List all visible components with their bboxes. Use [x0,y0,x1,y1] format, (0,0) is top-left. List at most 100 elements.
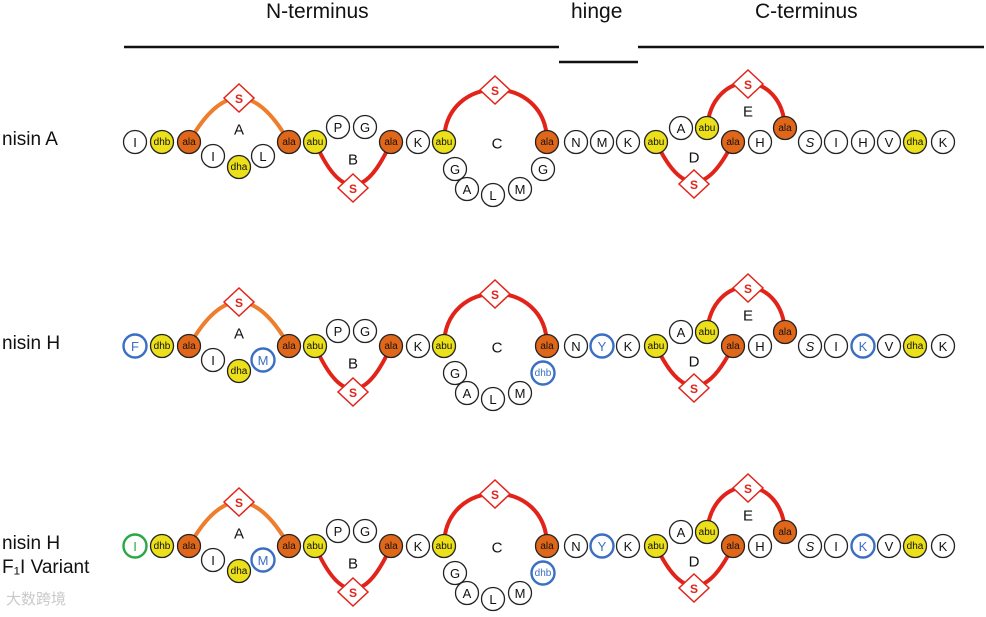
residue-abu: abu [302,533,328,559]
residue-label: M [515,386,526,401]
residue-circle [378,129,404,155]
ring-a-label: A [234,122,244,139]
residue-l: L [480,586,506,612]
residue-label: H [755,339,764,354]
residue-label: I [133,135,137,150]
residue-g: G [352,318,378,344]
residue-circle [226,154,252,180]
residue-i: I [122,533,148,559]
residue-label: P [334,524,343,539]
residue-circle [534,129,560,155]
residue-ala: ala [720,129,746,155]
residue-dha: dha [226,558,252,584]
residue-dha: dha [226,358,252,384]
residue-circle [643,533,669,559]
residue-label: ala [182,137,196,148]
residue-label: M [515,182,526,197]
residue-k: K [930,533,956,559]
residue-k: K [405,333,431,359]
bridge-e-diamond: S [731,472,765,504]
residue-abu: abu [431,129,457,155]
bridge-e-diamond: S [731,272,765,304]
residue-circle [534,333,560,359]
residue-g: G [352,114,378,140]
bridge-e-diamond: S [731,68,765,100]
ring-a-label: A [234,526,244,543]
residue-circle [200,547,226,573]
residue-circle [149,333,175,359]
sulfur-label: S [491,488,499,502]
residue-label: V [885,539,894,554]
residue-circle [250,143,276,169]
residue-label: K [939,135,948,150]
residue-label: M [515,586,526,601]
residue-n: N [563,129,589,155]
residue-ala: ala [176,533,202,559]
residue-circle [507,176,533,202]
row-label-line: nisin H [2,333,61,354]
residue-label: ala [726,341,740,352]
residue-a: A [454,176,480,202]
thioether-diamond [677,372,711,404]
residue-g: G [530,156,556,182]
residue-circle [378,533,404,559]
sulfur-label: S [690,178,698,192]
thioether-diamond [677,168,711,200]
residue-label: abu [648,541,665,552]
residue-i: I [823,333,849,359]
residue-ala: ala [378,129,404,155]
residue-abu: abu [643,533,669,559]
bridge-a-diamond: S [222,286,256,318]
residue-g: G [442,360,468,386]
residue-circle [534,533,560,559]
residue-label: N [571,339,580,354]
bridge-b-diamond: S [336,576,370,608]
thioether-diamond [731,68,765,100]
bridge-d-diamond: S [677,168,711,200]
residue-label: ala [384,341,398,352]
residue-label: abu [648,341,665,352]
thioether-diamond [222,82,256,114]
residue-k: K [615,333,641,359]
residue-label: G [450,566,460,581]
residue-label: dha [907,341,924,352]
residue-h: H [850,129,876,155]
watermark: 大数跨境 [6,591,67,608]
residue-circle [720,333,746,359]
ring-c-label: C [492,540,503,557]
sulfur-label: S [349,386,357,400]
residue-l: L [480,182,506,208]
residue-label: A [677,121,686,136]
residue-label: M [597,135,608,150]
residue-circle [122,333,148,359]
residue-k: K [850,533,876,559]
residue-circle [149,533,175,559]
residue-label: dha [231,162,248,173]
residue-abu: abu [643,129,669,155]
residue-circle [325,114,351,140]
residue-ala: ala [720,533,746,559]
residue-label: L [259,149,266,164]
ring-a-label: A [234,326,244,343]
sulfur-label: S [235,296,243,310]
residue-circle [720,129,746,155]
residue-circle [823,333,849,359]
residue-label: abu [436,541,453,552]
residue-circle [772,519,798,545]
residue-abu: abu [431,533,457,559]
residue-circle [615,129,641,155]
residue-ala: ala [378,533,404,559]
residue-circle [850,533,876,559]
residue-circle [405,129,431,155]
ring-b-label: B [348,152,358,169]
residue-label: K [414,339,423,354]
residue-ala: ala [276,129,302,155]
residue-dhb: dhb [149,333,175,359]
row-label-line: nisin H [2,533,61,554]
residue-circle [902,533,928,559]
residue-label: G [450,162,460,177]
residue-circle [643,129,669,155]
row-label-line: nisin A [2,129,58,150]
bridge-d-diamond: S [677,572,711,604]
